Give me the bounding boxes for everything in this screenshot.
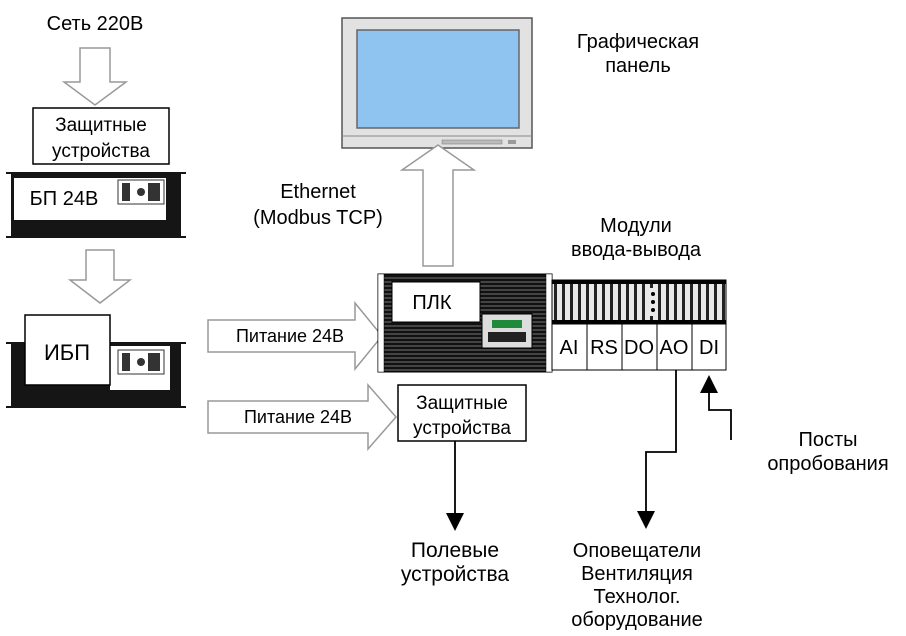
field-protection-line1: Защитные	[416, 393, 508, 414]
ethernet-label-line1: Ethernet	[280, 181, 356, 203]
power-feed-field-arrow: Питание 24В	[208, 385, 396, 449]
outputs-line4: оборудование	[571, 609, 703, 631]
test-posts-line2: опробования	[767, 453, 888, 475]
io-title-line1: Модули	[600, 215, 672, 237]
field-devices-line1: Полевые	[411, 539, 499, 562]
protection-top-line1: Защитные	[55, 115, 147, 136]
power-feed-plc-label: Питание 24В	[236, 326, 344, 346]
field-protection-box: Защитные устройства	[398, 385, 526, 441]
outputs-line2: Вентиляция	[581, 563, 693, 585]
field-devices-line2: устройства	[401, 563, 510, 586]
io-module-do: DO	[624, 337, 654, 359]
hmi-label-line1: Графическая	[577, 31, 699, 53]
mains-label: Сеть 220В	[47, 13, 144, 35]
test-posts-arrow	[709, 384, 731, 440]
io-modules: AI RS DO AO DI	[552, 324, 726, 370]
io-title-line2: ввода-вывода	[571, 239, 702, 261]
ethernet-label-line2: (Modbus TCP)	[253, 207, 383, 229]
plc-label: ПЛК	[412, 292, 452, 314]
ups-unit: ИБП	[6, 315, 186, 408]
power-feed-plc-arrow: Питание 24В	[208, 303, 382, 369]
outputs-line3: Технолог.	[594, 586, 681, 608]
psu-label: БП 24В	[30, 188, 99, 210]
psu-to-ups-arrow	[70, 250, 130, 303]
io-module-rs: RS	[590, 337, 618, 359]
psu-unit: БП 24В	[6, 172, 186, 238]
mains-arrow	[64, 48, 126, 105]
plc-unit: ПЛК	[378, 274, 552, 372]
test-posts-line1: Посты	[798, 429, 857, 451]
hmi-label-line2: панель	[605, 55, 671, 77]
hmi-monitor	[342, 18, 532, 148]
io-module-ai: AI	[560, 337, 579, 359]
io-module-di: DI	[699, 337, 719, 359]
field-protection-line2: устройства	[413, 418, 511, 439]
io-rack	[552, 280, 726, 324]
ethernet-arrow	[402, 145, 474, 266]
protection-top-line2: устройства	[52, 141, 150, 162]
protection-top-box: Защитные устройства	[33, 108, 169, 164]
outputs-arrow	[646, 370, 676, 520]
io-module-ao: AO	[660, 337, 689, 359]
outputs-line1: Оповещатели	[573, 540, 701, 562]
power-feed-field-label: Питание 24В	[244, 407, 352, 427]
ups-label: ИБП	[44, 340, 90, 365]
